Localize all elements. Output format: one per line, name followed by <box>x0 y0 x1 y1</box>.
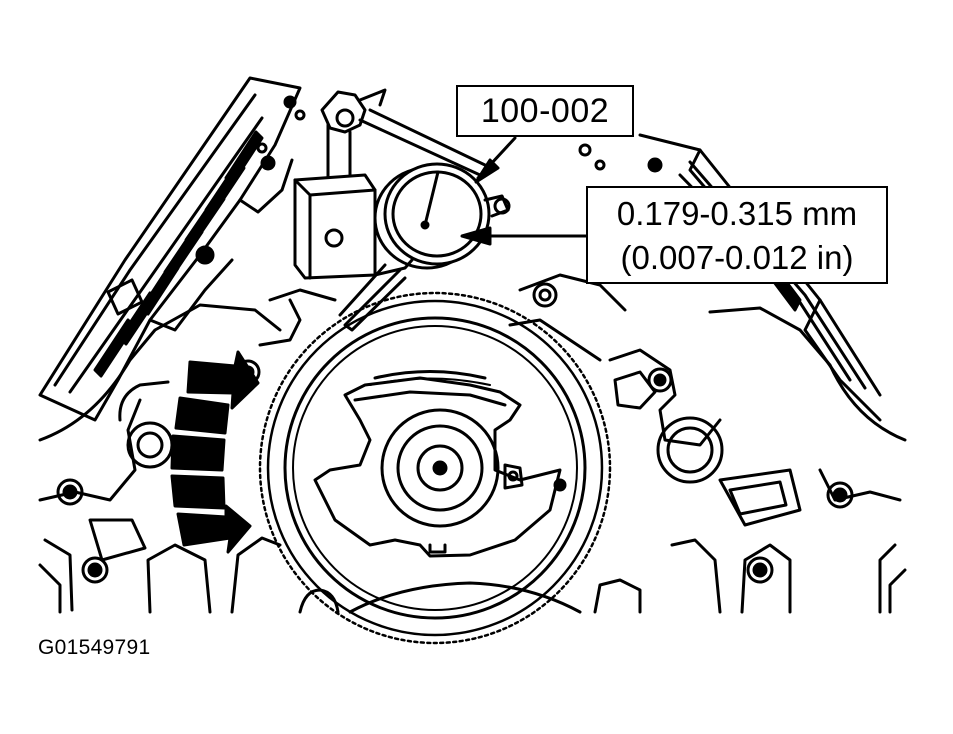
tool-number-callout: 100-002 <box>456 85 634 137</box>
spec-imperial-label: (0.007-0.012 in) <box>620 239 854 276</box>
rotation-arrow-icon <box>170 350 260 554</box>
spec-metric-label: 0.179-0.315 mm <box>616 195 858 232</box>
callout-leaders <box>460 136 588 246</box>
dial-indicator-icon <box>293 88 511 332</box>
backlash-spec-callout: 0.179-0.315 mm (0.007-0.012 in) <box>586 186 888 284</box>
left-cylinder-head <box>38 76 306 422</box>
figure-id-label: G01549791 <box>38 636 151 659</box>
gear-icon <box>258 291 612 645</box>
